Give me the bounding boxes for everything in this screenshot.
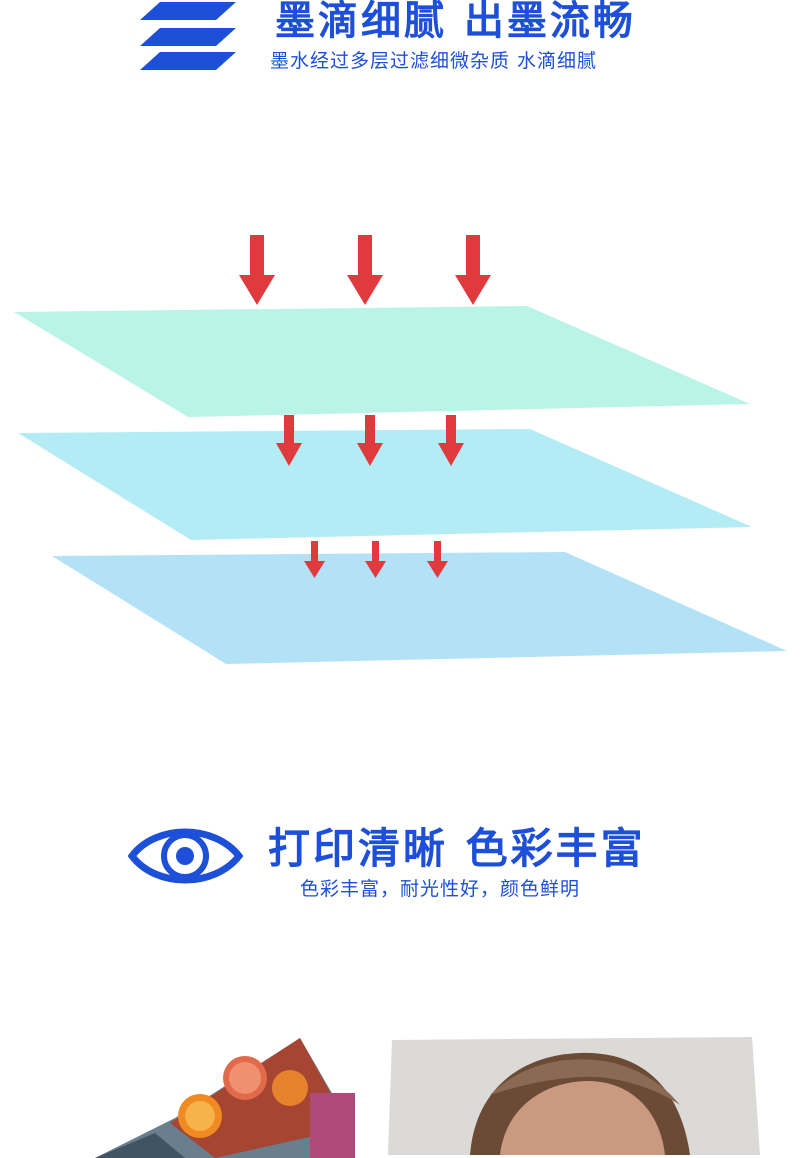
arrow-down-icon xyxy=(357,415,383,466)
arrow-down-icon xyxy=(455,235,491,305)
print-clarity-subtitle: 色彩丰富，耐光性好，颜色鲜明 xyxy=(300,878,581,900)
layers-icon xyxy=(140,2,236,70)
portrait-photo xyxy=(388,1037,760,1155)
arrow-down-icon xyxy=(347,235,383,305)
arrow-down-icon xyxy=(276,415,302,466)
filter-layers-diagram xyxy=(14,235,787,664)
fruit-photo xyxy=(95,1038,355,1158)
arrow-down-icon xyxy=(304,541,325,578)
ink-filter-section: 墨滴细腻 出墨流畅 墨水经过多层过滤细微杂质 水滴细腻 xyxy=(14,0,787,664)
ink-filter-title: 墨滴细腻 出墨流畅 xyxy=(275,0,636,44)
eye-icon xyxy=(128,828,243,884)
print-clarity-section: 打印清晰 色彩丰富 色彩丰富，耐光性好，颜色鲜明 xyxy=(0,760,800,1158)
arrow-down-icon xyxy=(438,415,464,466)
arrow-down-icon xyxy=(239,235,275,305)
ink-filter-subtitle: 墨水经过多层过滤细微杂质 水滴细腻 xyxy=(270,50,598,72)
print-clarity-title: 打印清晰 色彩丰富 xyxy=(268,824,646,873)
filter-layer-2 xyxy=(18,429,752,540)
filter-layer-1 xyxy=(14,306,750,417)
arrow-down-icon xyxy=(427,541,448,578)
filter-layer-3 xyxy=(52,552,787,664)
arrow-down-icon xyxy=(365,541,386,578)
